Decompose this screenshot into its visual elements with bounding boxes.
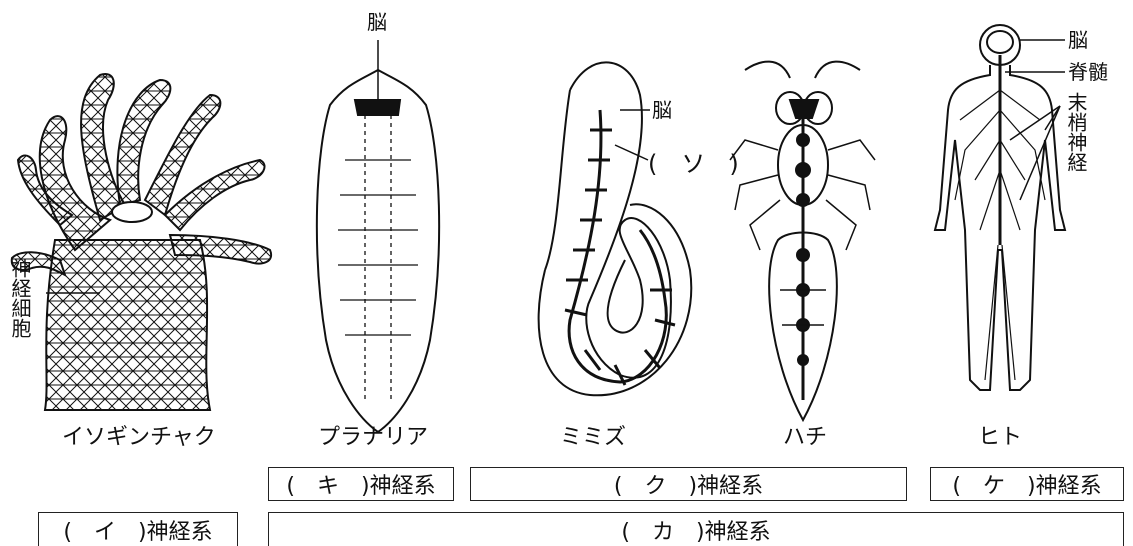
box-i-text: ( イ )神経系 (63, 514, 212, 546)
box-ki-text: ( キ )神経系 (286, 468, 435, 500)
organism-sea-anemone: イソギンチャク (62, 427, 216, 449)
box-i-nervous-system: ( イ )神経系 (38, 512, 238, 546)
box-ku-text: ( ク )神経系 (614, 468, 763, 500)
human-peripheral-label: 末梢神経 (1066, 92, 1086, 172)
organism-human: ヒト (978, 427, 1022, 449)
box-ke-nervous-system: ( ケ )神経系 (930, 467, 1124, 501)
earthworm-blank-label: ( ソ ) (648, 152, 739, 176)
organism-bee: ハチ (783, 427, 827, 449)
planaria-illustration (317, 40, 439, 432)
box-ke-text: ( ケ )神経系 (952, 468, 1101, 500)
box-ka-nervous-system: ( カ )神経系 (268, 512, 1124, 546)
bee-illustration (730, 62, 875, 420)
sea-anemone-illustration (12, 74, 271, 410)
box-ka-text: ( カ )神経系 (621, 514, 770, 546)
earthworm-brain-label: 脳 (652, 100, 672, 120)
organism-earthworm: ミミズ (560, 427, 626, 449)
human-brain-label: 脳 (1068, 30, 1088, 50)
organism-planaria: プラナリア (318, 427, 428, 449)
box-ku-nervous-system: ( ク )神経系 (470, 467, 907, 501)
box-ki-nervous-system: ( キ )神経系 (268, 467, 454, 501)
human-illustration (935, 25, 1065, 390)
hydra-nerve-cell-label: 神経細胞 (10, 258, 30, 338)
planaria-brain-label: 脳 (367, 12, 387, 32)
human-spinal-label: 脊髄 (1068, 62, 1108, 82)
